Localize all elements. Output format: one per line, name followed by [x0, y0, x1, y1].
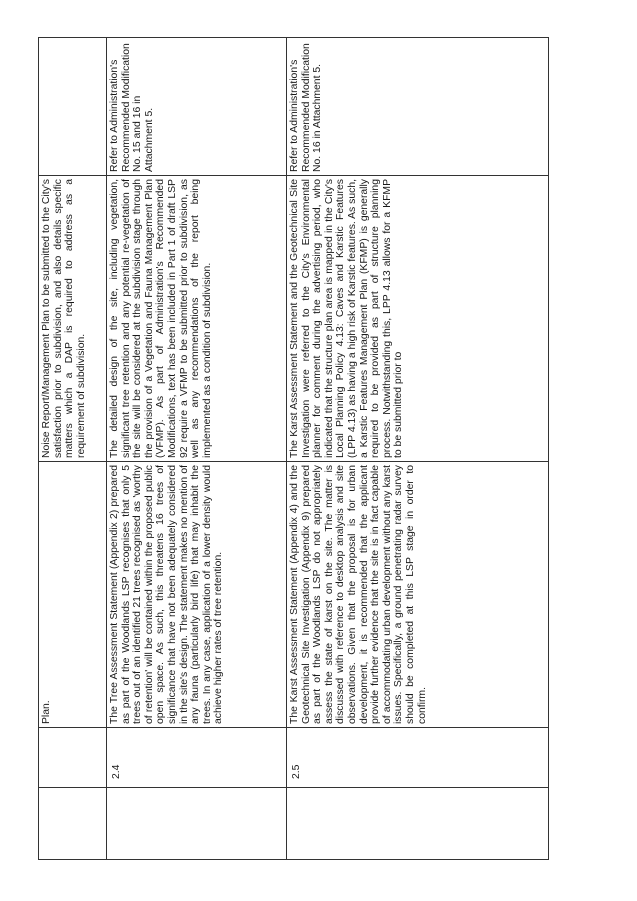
- blank-cell: [286, 787, 549, 860]
- recommendation-text: Refer to Administration's Recommended Mo…: [286, 37, 549, 176]
- administration-response: The Karst Assessment Statement and the G…: [286, 175, 549, 462]
- rotated-document-page: Plan. Noise Report/Management Plan to be…: [38, 37, 549, 860]
- submissions-table: Plan. Noise Report/Management Plan to be…: [38, 37, 549, 860]
- table-row: Plan. Noise Report/Management Plan to be…: [38, 37, 107, 860]
- submission-number: 2.4: [106, 727, 287, 788]
- submission-text: The Karst Assessment Statement (Appendix…: [286, 461, 549, 728]
- recommendation-text: [38, 37, 107, 176]
- administration-response: Noise Report/Management Plan to be submi…: [38, 175, 107, 462]
- submission-number: [38, 727, 107, 788]
- blank-cell: [106, 787, 287, 860]
- table-row: 2.5 The Karst Assessment Statement (Appe…: [286, 37, 549, 860]
- submission-text: The Tree Assessment Statement (Appendix …: [106, 461, 287, 728]
- administration-response: The detailed design of the site, includi…: [106, 175, 287, 462]
- table-row: 2.4 The Tree Assessment Statement (Appen…: [106, 37, 287, 860]
- submission-text: Plan.: [38, 461, 107, 728]
- recommendation-text: Refer to Administration's Recommended Mo…: [106, 37, 287, 176]
- blank-cell: [38, 787, 107, 860]
- submission-number: 2.5: [286, 727, 549, 788]
